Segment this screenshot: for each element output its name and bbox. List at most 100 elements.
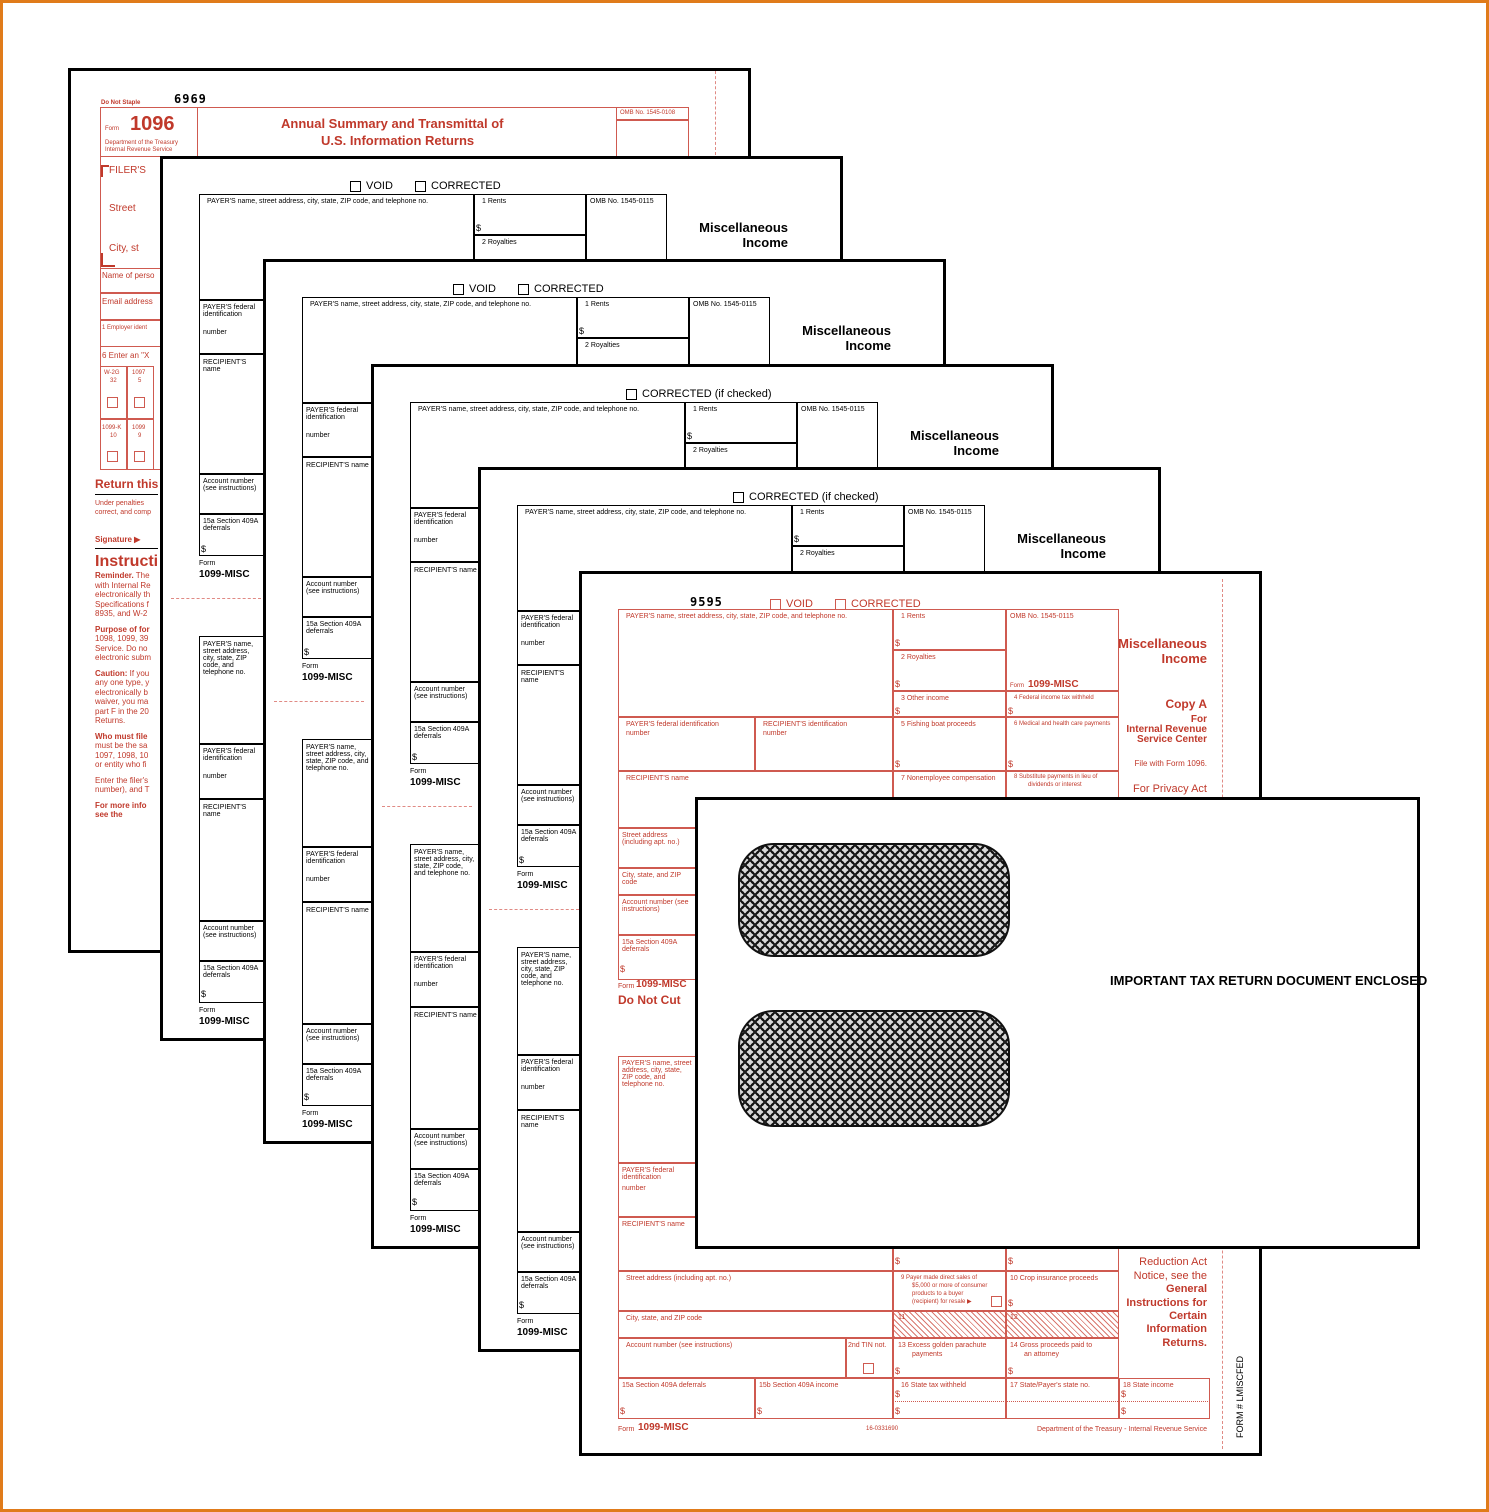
form-label: Form [199,560,216,567]
box11-field[interactable] [893,1311,1006,1338]
recipient-name-label: RECIPIENT'S name [521,1115,565,1129]
box14-attorney[interactable] [1006,1338,1119,1378]
recipient-name-label: RECIPIENT'S name [203,804,247,818]
box16-state-tax[interactable] [893,1378,1006,1419]
direct-sales-checkbox[interactable] [991,1296,1002,1307]
account-number-label: Account number (see instructions) [521,1236,575,1250]
type-cell[interactable] [127,366,154,419]
form-label: Form [517,871,534,878]
perforation-line [274,701,364,702]
type-cell[interactable] [127,419,154,470]
copy-a-text: Notice, see the [1133,1270,1207,1282]
dollar-sign: $ [201,989,207,999]
form-title: Miscellaneous [910,428,999,443]
form-name: 1099-MISC [410,1224,461,1235]
box-label: 15b Section 409A income [759,1382,839,1389]
royalties-label: 2 Royalties [800,550,835,557]
corrected-checkbox[interactable] [626,389,637,400]
form-name: 1099-MISC [199,1016,250,1027]
box1-rents[interactable] [893,609,1006,650]
payer-fed-id-label: PAYER'S federal identification [306,851,359,865]
type-cell[interactable] [100,419,127,470]
divider [95,494,159,495]
form-type-checkbox[interactable] [107,451,118,462]
form-name: 1099-MISC [302,672,353,683]
payer-fed-id-label: PAYER'S federal identification [203,304,256,318]
corrected-checkbox[interactable] [415,181,426,192]
instructions-paragraph-lead: Caution: [95,668,128,678]
box-label: an attorney [1024,1351,1060,1358]
payer-name-field[interactable] [618,609,893,717]
rents-field[interactable] [577,297,689,338]
type-cell[interactable] [100,366,127,419]
dollar-sign: $ [1008,1298,1014,1308]
omb-cell[interactable] [616,107,689,120]
rents-label: 1 Rents [585,301,610,308]
corrected-checkbox[interactable] [733,492,744,503]
box17-state-no[interactable] [1006,1378,1119,1419]
form-type-code: 5 [138,378,142,384]
instructions-paragraph-line: waiver, you ma [95,697,158,707]
street-label: Street address (including apt. no.) [622,832,680,846]
omb-number: OMB No. 1545-0115 [801,406,865,413]
instructions-paragraph-line: any one type, y [95,678,158,688]
form-id-cell[interactable] [100,107,198,157]
recipient-id-field[interactable] [755,717,893,771]
omb-value-cell[interactable] [616,120,689,157]
instructions-paragraph-text: Service. Do no [95,643,148,653]
instructions-paragraph-line: Specifications f [95,600,158,610]
city-field[interactable] [618,1311,893,1338]
signature-line [95,548,159,549]
rents-field[interactable] [792,505,904,546]
box5-fishing-boat[interactable] [893,717,1006,771]
dollar-sign: $ [519,855,525,865]
void-checkbox[interactable] [350,181,361,192]
box15a-field[interactable] [618,1378,755,1419]
instructions-paragraph-line: part F in the 20 [95,707,158,717]
payer-federal-id-field[interactable] [618,717,755,771]
street-label: Street [109,203,136,214]
instructions-paragraph-text: The [133,571,150,580]
instructions-paragraph-line: 1098, 1099, 39 [95,634,158,644]
rents-field[interactable] [474,194,586,235]
box15b-field[interactable] [755,1378,893,1419]
box6-medical[interactable] [1006,717,1119,771]
instructions-paragraph-text: number), and T [95,785,150,794]
royalties-label: 2 Royalties [482,239,517,246]
recipient-name-label: RECIPIENT'S name [626,775,689,782]
number-label: number [626,730,650,737]
box13-golden-parachute[interactable] [893,1338,1006,1378]
section-409a-label: 15a Section 409A deferrals [306,1068,361,1082]
instructions-paragraph-line: Who must file [95,732,158,742]
box9-direct-sales[interactable] [893,1271,1006,1311]
rents-field[interactable] [685,402,797,443]
instructions-paragraph-line: Service. Do no [95,644,158,654]
box-label: payments [912,1351,943,1358]
account-number-field[interactable] [618,1338,846,1378]
dollar-sign: $ [895,706,901,716]
dollar-sign: $ [794,534,800,544]
second-tin-checkbox[interactable] [863,1363,874,1374]
box2-royalties[interactable] [893,650,1006,691]
contact-name-label: Name of perso [102,271,155,280]
second-tin-field[interactable] [846,1338,893,1378]
form-type-checkbox[interactable] [107,397,118,408]
corrected-checkbox[interactable] [518,284,529,295]
box18-state-income[interactable] [1119,1378,1210,1419]
rents-label: 1 Rents [800,509,825,516]
recipient-name-label: RECIPIENT'S name [306,462,369,469]
omb-number: OMB No. 1545-0115 [590,198,654,205]
section-409a-label: 15a Section 409A deferrals [521,829,576,843]
street-field[interactable] [618,1271,893,1311]
control-number: 9595 [690,595,723,609]
form-title: Miscellaneous [802,323,891,338]
box3-other-income[interactable] [893,691,1006,717]
void-checkbox[interactable] [453,284,464,295]
box12-field[interactable] [1006,1311,1119,1338]
box10-crop-insurance[interactable] [1006,1271,1119,1311]
form-type-checkbox[interactable] [134,397,145,408]
box4-federal-tax[interactable] [1006,691,1119,717]
form-type-checkbox[interactable] [134,451,145,462]
omb-cell[interactable] [1006,609,1119,691]
instructions-heading: Instructi [95,553,159,570]
